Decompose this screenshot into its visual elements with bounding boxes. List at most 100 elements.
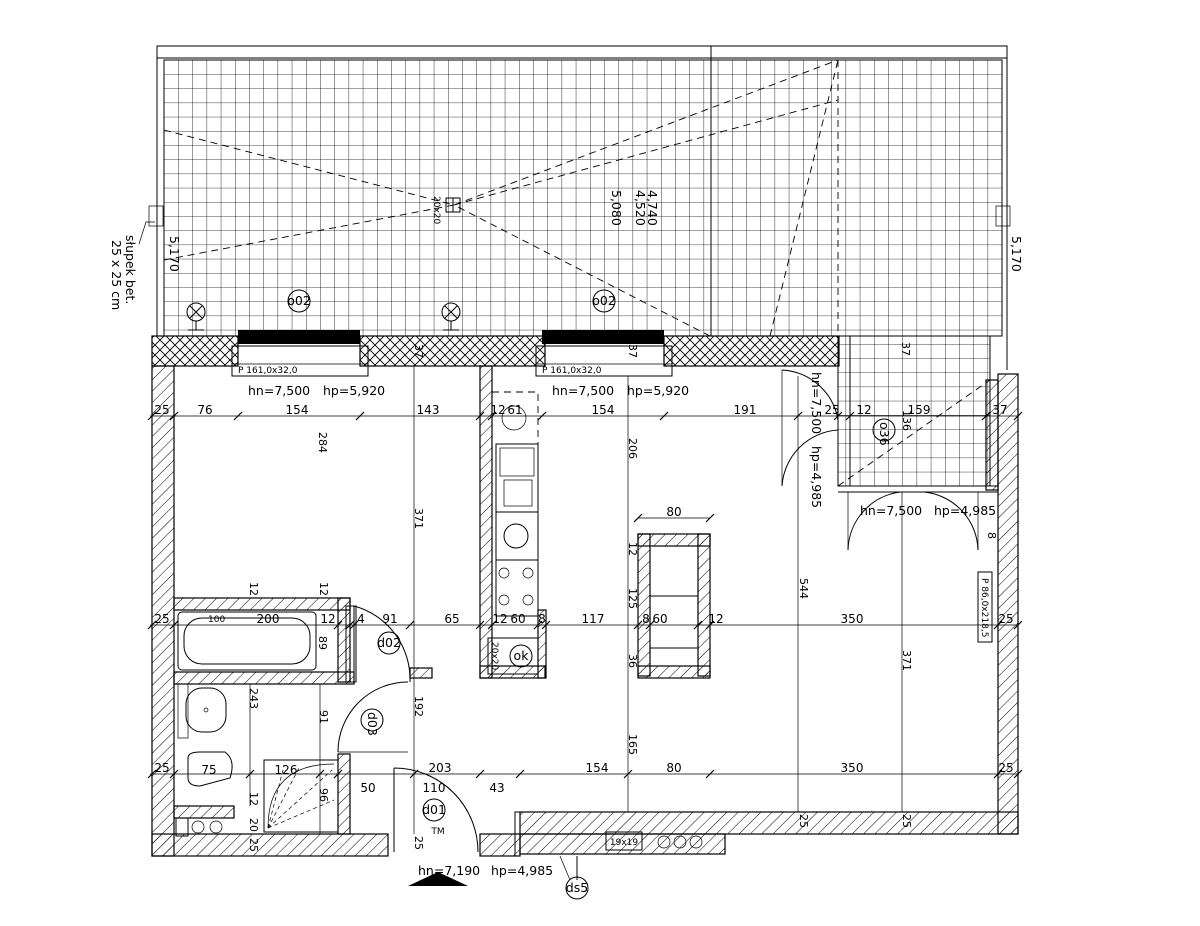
dim-r1-9: 12	[856, 403, 871, 417]
dim-r2-13: 350	[841, 612, 864, 626]
vdim-21: 25	[412, 836, 425, 850]
tag-o36: o36	[877, 422, 892, 446]
dim-r1-2: 154	[286, 403, 309, 417]
vdim-24: 37	[412, 344, 425, 358]
dim-r2-4: 91	[382, 612, 397, 626]
dimension-tick	[1013, 769, 1023, 779]
level-a: 4,740	[645, 190, 660, 226]
dimension-tick	[659, 411, 669, 421]
dimension-lines	[147, 411, 1023, 779]
dim-r1-7: 191	[734, 403, 757, 417]
dimension-tick	[993, 769, 1003, 779]
vdim-1: 371	[412, 508, 425, 529]
dimension-tick	[487, 411, 497, 421]
dimension-tick	[645, 620, 655, 630]
shower-icon	[263, 759, 339, 833]
dim-r3-0: 25	[154, 761, 169, 775]
dimension-tick	[693, 620, 703, 630]
dimension-row-3: 25 75 126 50 110 43 203 154 80 350 25	[154, 761, 1013, 795]
dimension-tick	[475, 620, 485, 630]
vdim-23: 25	[900, 814, 913, 828]
dim-r2-0: 25	[154, 612, 169, 626]
dimension-tick	[793, 411, 803, 421]
vdim-19: 20	[247, 818, 260, 832]
bathtub-icon	[177, 611, 317, 671]
vdim-20: 25	[247, 838, 260, 852]
vdim-22: 25	[797, 814, 810, 828]
chimney-size: 20x20	[489, 642, 499, 671]
level-door-hp: hp=4,985	[809, 446, 824, 508]
dim-r3-7: 154	[586, 761, 609, 775]
dimension-tick	[515, 769, 525, 779]
terrace: o02 o02 słupek bet. 25 x 25 cm 5,170 5,1…	[109, 45, 1024, 487]
level-b: 4,520	[633, 190, 648, 226]
level-entry-hp: hp=4,985	[491, 863, 553, 878]
level-door-hn: hn=7,500	[809, 372, 824, 434]
level-balcony-hn: hn=7,500	[860, 503, 922, 518]
dimension-tick	[845, 411, 855, 421]
door-d03-swing	[337, 681, 409, 753]
dim-r2-7: 60	[510, 612, 525, 626]
tag-o02-right: o02	[592, 293, 616, 308]
dim-r3-10: 25	[998, 761, 1013, 775]
vdim-8: 125	[626, 588, 639, 609]
dimension-row-2: 25 200 12 4 91 65 12 60 8 117 8 60 12 35…	[154, 612, 1013, 626]
dim-island-80: 80	[666, 505, 681, 519]
dimension-tick	[633, 620, 643, 630]
dimension-tick	[1013, 411, 1023, 421]
dimension-tick	[147, 620, 157, 630]
walls	[151, 330, 1019, 857]
dimension-tick	[169, 769, 179, 779]
vdim-7: 12	[626, 542, 639, 556]
dim-r1-6: 154	[592, 403, 615, 417]
vdim-18: 12	[247, 792, 260, 806]
dimension-tick	[705, 769, 715, 779]
level-entry-hn: hn=7,190	[418, 863, 480, 878]
dim-r3-5: 43	[489, 781, 504, 795]
dim-r1-1: 76	[197, 403, 212, 417]
window-small-spec: 19x19	[610, 838, 639, 848]
dimension-tick	[833, 411, 843, 421]
dimension-tick	[541, 620, 551, 630]
dim-r2-9: 117	[582, 612, 605, 626]
level-balcony-hp: hp=4,985	[934, 503, 996, 518]
dimension-tick	[169, 411, 179, 421]
vdim-2: 206	[626, 438, 639, 459]
toilet-icon	[187, 751, 233, 787]
washbasin-icon	[185, 687, 227, 733]
dim-r1-8: 25	[824, 403, 839, 417]
bathroom	[175, 605, 357, 837]
dimension-tick	[633, 513, 643, 523]
window-left-spec: P 161,0x32,0	[238, 366, 298, 376]
dimension-tick	[345, 620, 355, 630]
level-right: 5,170	[1009, 236, 1024, 272]
dim-r2-14: 25	[998, 612, 1013, 626]
dim-r3-3: 50	[360, 781, 375, 795]
dimension-tick	[233, 411, 243, 421]
dim-r2-10: 8	[642, 612, 650, 626]
level-mid-hp: hp=5,920	[627, 383, 689, 398]
dimension-tick	[475, 769, 485, 779]
tag-ds5: ds5	[566, 880, 588, 895]
dim-r3-9: 350	[841, 761, 864, 775]
dim-r3-6: 203	[429, 761, 452, 775]
tag-o02-left: o02	[287, 293, 311, 308]
window-right-spec: P 86,0x218,5	[979, 578, 989, 637]
pillar-note-line2: 25 x 25 cm	[109, 240, 124, 310]
annotations: P 161,0x32,0 P 161,0x32,0 hn=7,500 hp=5,…	[238, 366, 996, 878]
dimension-tick	[333, 769, 343, 779]
doors: d02 d03 d01 TM o36 ds5 19x19 P 86,0x218,…	[337, 369, 993, 900]
level-left-hn: hn=7,500	[248, 383, 310, 398]
vdim-6: 136	[900, 410, 913, 431]
vertical-dimensions: 284 371 206 544 371 37 136 12 125 36 165…	[208, 342, 998, 852]
dimension-tick	[409, 769, 419, 779]
dimension-tick	[981, 411, 991, 421]
oven-icon	[495, 511, 539, 561]
dim-r3-1: 75	[201, 763, 216, 777]
vdim-4: 371	[900, 650, 913, 671]
dim-r2-1: 200	[257, 612, 280, 626]
dimension-tick	[355, 411, 365, 421]
vdim-12: 91	[317, 710, 330, 724]
vdim-10: 165	[626, 734, 639, 755]
dimension-tick	[169, 620, 179, 630]
